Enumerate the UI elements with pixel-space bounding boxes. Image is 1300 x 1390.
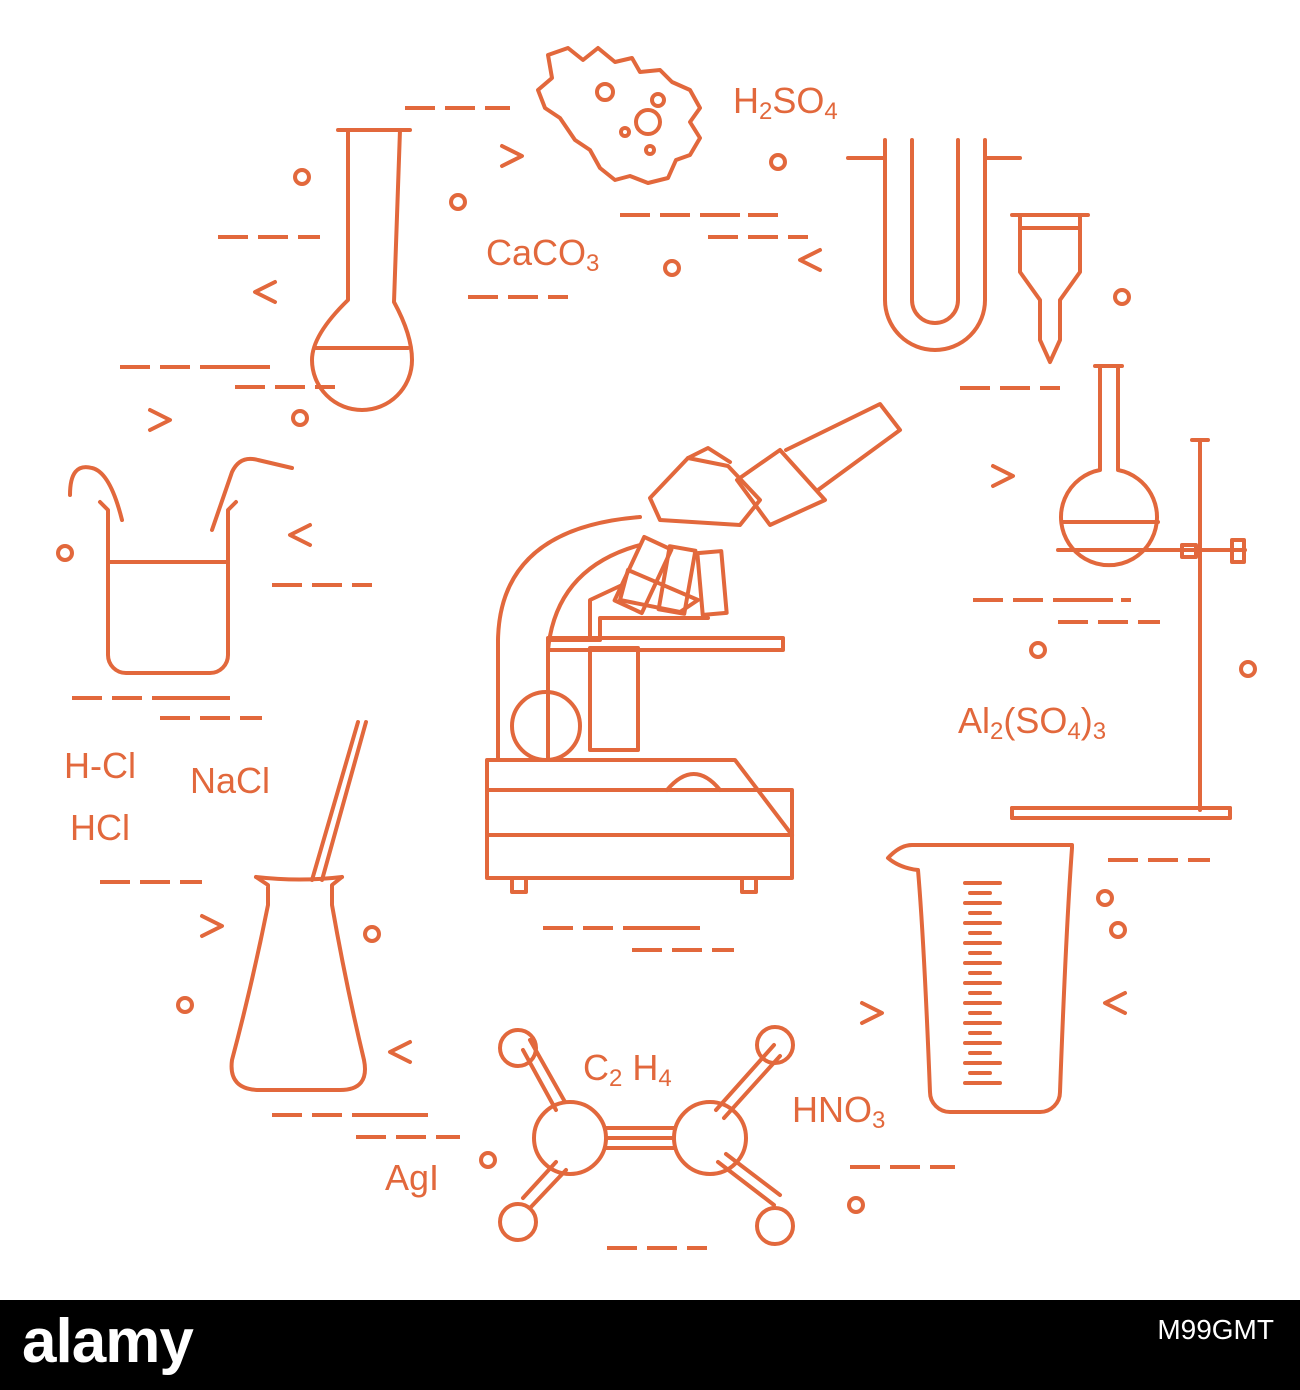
chemistry-illustration: H2SO4 CaCO3 Al2(SO4)3 H-Cl HCl NaCl C2 H… <box>56 46 1257 1250</box>
formula-hcl-structural: H-Cl <box>64 745 136 786</box>
formula-c2h4: C2 H4 <box>583 1047 672 1092</box>
measuring-cup-icon <box>886 843 1074 1114</box>
erlenmeyer-flask-icon <box>229 720 368 1092</box>
formula-hcl: HCl <box>70 807 130 848</box>
amoeba-icon <box>536 46 702 185</box>
formula-al2so43: Al2(SO4)3 <box>958 700 1106 745</box>
flask-on-stand-icon <box>1010 364 1247 820</box>
formula-nacl: NaCl <box>190 760 270 801</box>
microscope-icon <box>485 402 902 894</box>
watermark-footer: alamy M99GMT <box>0 1300 1300 1390</box>
formula-agi: AgI <box>385 1157 439 1198</box>
image-id: M99GMT <box>1157 1314 1274 1345</box>
decorative-chevrons <box>148 144 1127 1064</box>
formula-caco3: CaCO3 <box>486 232 599 277</box>
u-tube-icon <box>846 138 1022 352</box>
funnel-icon <box>1010 213 1090 364</box>
decorative-dots <box>56 153 1257 1214</box>
volumetric-flask-icon <box>310 128 414 412</box>
decorative-dashes <box>72 106 1210 1250</box>
beaker-with-tubes-icon <box>68 456 294 675</box>
formula-h2so4: H2SO4 <box>733 80 838 125</box>
brand-logo: alamy <box>22 1307 194 1376</box>
formula-hno3: HNO3 <box>792 1089 885 1134</box>
molecule-icon <box>498 1025 795 1246</box>
